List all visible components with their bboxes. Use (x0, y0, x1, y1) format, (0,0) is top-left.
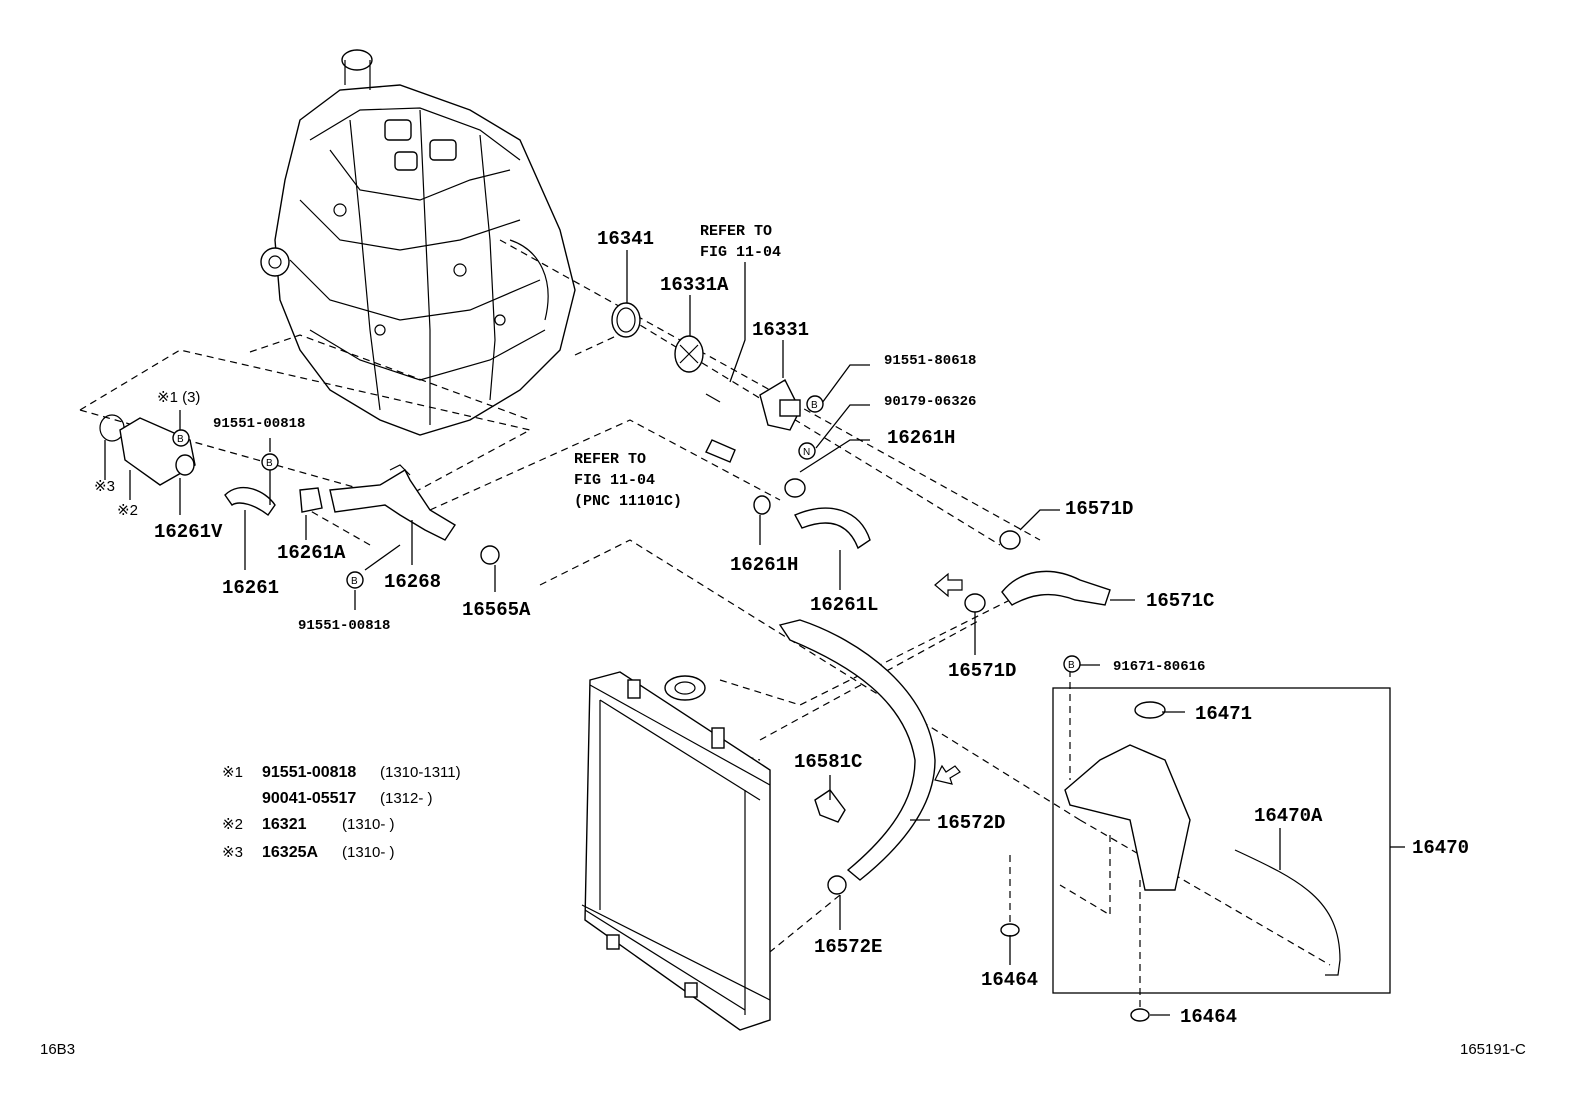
note-3-range: (1310- ) (342, 844, 395, 861)
note-3-mark: ※3 (222, 844, 243, 861)
label-16261L: 16261L (810, 594, 878, 616)
note-1b-range: (1312- ) (380, 790, 433, 807)
note-1b-part: 90041-05517 (262, 790, 356, 807)
label-91551-00818-top: 91551-00818 (213, 416, 305, 432)
note-1-range: (1310-1311) (380, 764, 461, 781)
label-16464-b: 16464 (1180, 1006, 1237, 1028)
flow-arrows (934, 572, 963, 785)
bolt-marker: B (811, 400, 818, 411)
label-16464-a: 16464 (981, 969, 1038, 991)
label-16261A: 16261A (277, 542, 346, 564)
label-16471: 16471 (1195, 703, 1252, 725)
label-16572D: 16572D (937, 812, 1005, 834)
note-2-mark: ※2 (222, 816, 243, 833)
circled-markers: B N B B B B (172, 395, 1081, 673)
bolt-marker: B (1068, 660, 1075, 671)
radiator-illustration (581, 671, 771, 1031)
part-labels: 16341 REFER TO FIG 11-04 16331A 16331 91… (94, 223, 1469, 1028)
engine-assembly-illustration (260, 49, 576, 436)
label-refer-mid-3: (PNC 11101C) (574, 493, 682, 510)
label-refer-top-1: REFER TO (700, 223, 772, 240)
figure-code-left: 16B3 (40, 1041, 75, 1058)
bolt-marker: B (351, 576, 358, 587)
label-16572E: 16572E (814, 936, 882, 958)
label-16331A: 16331A (660, 274, 729, 296)
bolt-marker: B (266, 458, 273, 469)
label-16261: 16261 (222, 577, 279, 599)
footnotes-block: ※1 91551-00818 (1310-1311) 90041-05517 (… (222, 764, 461, 861)
reserve-tank-group (1000, 687, 1391, 1022)
note-1-part: 91551-00818 (262, 764, 356, 781)
label-star3: ※3 (94, 478, 115, 495)
label-16261V: 16261V (154, 521, 223, 543)
hoses-and-fittings (99, 302, 1111, 895)
note-2-part: 16321 (262, 816, 307, 833)
label-16571D-top: 16571D (1065, 498, 1133, 520)
label-refer-top-2: FIG 11-04 (700, 244, 781, 261)
note-2-range: (1310- ) (342, 816, 395, 833)
note-3-part: 16325A (262, 844, 318, 861)
label-91551-00818-bot: 91551-00818 (298, 618, 390, 634)
label-refer-mid-2: FIG 11-04 (574, 472, 655, 489)
label-91671-80616: 91671-80616 (1113, 659, 1205, 675)
label-star1-3: ※1 (3) (157, 389, 200, 406)
figure-code-right: 165191-C (1460, 1041, 1526, 1058)
bolt-marker: B (177, 434, 184, 445)
leader-lines (104, 250, 1405, 1016)
label-16571D-mid: 16571D (948, 660, 1016, 682)
label-refer-mid-1: REFER TO (574, 451, 646, 468)
label-16341: 16341 (597, 228, 654, 250)
label-16268: 16268 (384, 571, 441, 593)
label-16331: 16331 (752, 319, 809, 341)
label-16571C: 16571C (1146, 590, 1214, 612)
note-1-mark: ※1 (222, 764, 243, 781)
label-16565A: 16565A (462, 599, 531, 621)
label-16470: 16470 (1412, 837, 1469, 859)
nut-marker: N (803, 447, 810, 458)
label-16470A: 16470A (1254, 805, 1323, 827)
label-16261H-top: 16261H (887, 427, 955, 449)
label-star2: ※2 (117, 502, 138, 519)
label-91551-80618: 91551-80618 (884, 353, 976, 369)
label-90179-06326: 90179-06326 (884, 394, 976, 410)
label-16261H-mid: 16261H (730, 554, 798, 576)
label-16581C: 16581C (794, 751, 862, 773)
